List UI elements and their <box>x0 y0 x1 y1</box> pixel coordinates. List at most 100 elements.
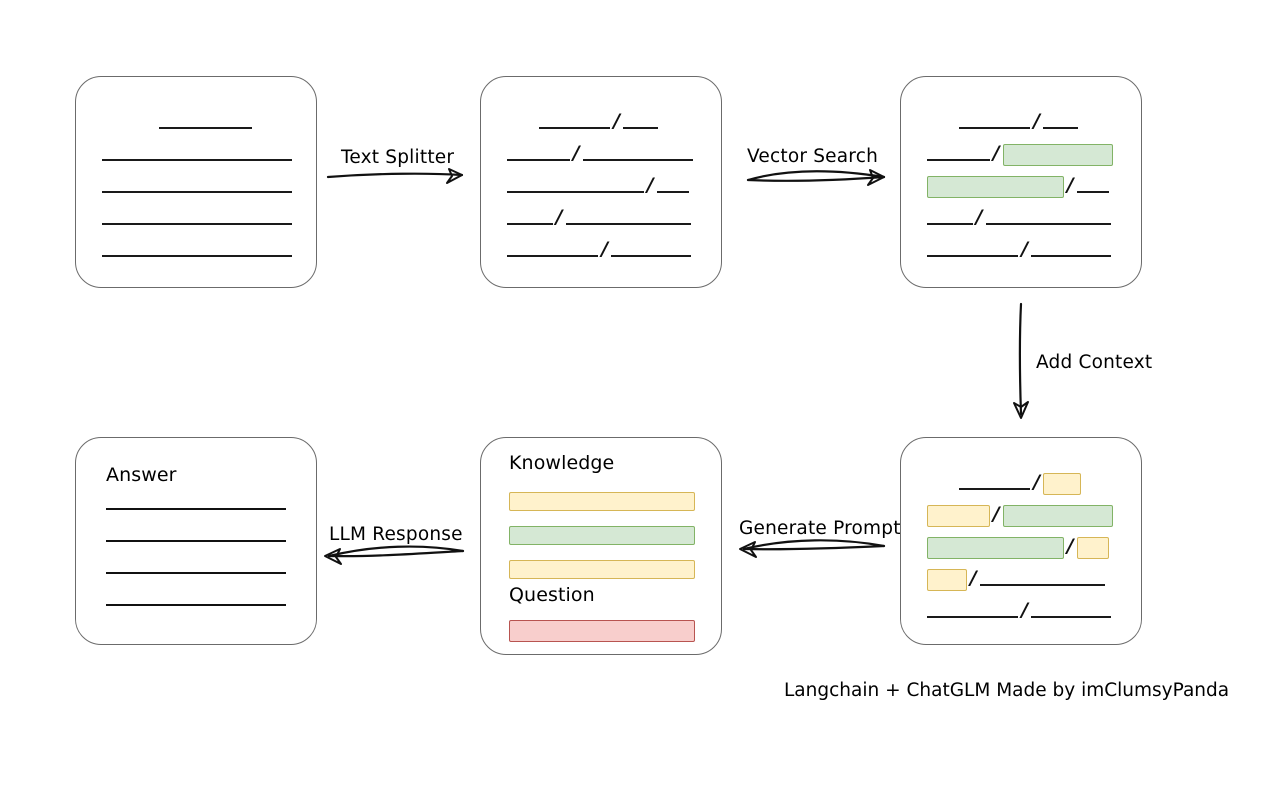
text-underline <box>985 223 1111 225</box>
question-label: Question <box>509 584 595 606</box>
text-underline <box>507 255 599 257</box>
text-line-row: / <box>927 598 1111 621</box>
context-chunks-lines: / / / / / <box>901 438 1141 644</box>
text-underline <box>1043 127 1078 129</box>
source-document-lines <box>76 77 316 287</box>
highlight-chip-green <box>1002 505 1113 527</box>
chunk-separator-slash: / <box>1066 534 1074 557</box>
chunk-separator-slash: / <box>992 141 1000 164</box>
text-line-row: / <box>927 141 1113 166</box>
text-underline <box>102 191 292 193</box>
text-line-row: / <box>959 109 1078 132</box>
text-underline <box>1031 255 1111 257</box>
text-underline <box>927 616 1019 618</box>
text-underline <box>959 127 1031 129</box>
chunk-separator-slash: / <box>555 205 563 228</box>
text-line-row: / <box>927 205 1111 228</box>
text-underline <box>927 255 1019 257</box>
chunk-separator-slash: / <box>1033 109 1041 132</box>
text-underline <box>507 159 570 161</box>
answer-label: Answer <box>106 464 177 486</box>
answer-text-line <box>106 540 286 542</box>
chunk-separator-slash: / <box>1021 237 1029 260</box>
text-underline <box>102 255 292 257</box>
text-underline <box>565 223 691 225</box>
text-line-row <box>102 179 292 195</box>
text-line-row <box>159 115 253 131</box>
text-line-row <box>102 243 292 259</box>
answer-text-line <box>106 508 286 510</box>
text-line-row: / <box>927 566 1106 591</box>
text-underline <box>611 255 691 257</box>
node-answer[interactable]: Answer <box>75 437 317 645</box>
arrow-label-generate-prompt: Generate Prompt <box>739 518 901 539</box>
text-underline <box>102 159 292 161</box>
chunk-separator-slash: / <box>975 205 983 228</box>
text-underline <box>582 159 693 161</box>
highlight-chip-yellow <box>927 505 990 527</box>
text-line-row <box>102 211 292 227</box>
chunk-separator-slash: / <box>969 566 977 589</box>
footer-credit: Langchain + ChatGLM Made by imClumsyPand… <box>784 680 1230 701</box>
highlight-chip-yellow <box>1076 537 1110 559</box>
highlight-chip-yellow <box>927 569 967 591</box>
node-matched-chunks[interactable]: / / / / / <box>900 76 1142 288</box>
text-line-row: / <box>507 141 693 164</box>
text-line-row: / <box>927 502 1113 527</box>
node-prompt[interactable]: Knowledge Question <box>480 437 722 655</box>
knowledge-bar-1 <box>509 492 695 511</box>
answer-text-line <box>106 572 286 574</box>
highlight-chip-green <box>927 537 1064 559</box>
matched-chunks-lines: / / / / / <box>901 77 1141 287</box>
arrow-label-vector-search: Vector Search <box>747 146 878 167</box>
highlight-chip-green <box>1002 144 1113 166</box>
highlight-chip-green <box>927 176 1064 198</box>
text-line-row: / <box>539 109 658 132</box>
arrow-label-llm-response: LLM Response <box>329 524 463 545</box>
text-underline <box>623 127 658 129</box>
text-underline <box>959 488 1031 490</box>
node-context-chunks[interactable]: / / / / / <box>900 437 1142 645</box>
text-line-row: / <box>507 205 691 228</box>
text-underline <box>159 127 253 129</box>
text-underline <box>656 191 690 193</box>
text-line-row: / <box>927 534 1110 559</box>
chunk-separator-slash: / <box>992 502 1000 525</box>
answer-lines <box>76 438 316 644</box>
split-chunks-lines: / / / / / <box>481 77 721 287</box>
vector-search-arrow <box>746 169 886 186</box>
text-line-row <box>102 147 292 163</box>
text-splitter-arrow <box>326 168 464 184</box>
text-underline <box>539 127 611 129</box>
chunk-separator-slash: / <box>572 141 580 164</box>
chunk-separator-slash: / <box>646 173 654 196</box>
node-source-document[interactable] <box>75 76 317 288</box>
text-line-row: / <box>927 173 1110 198</box>
chunk-separator-slash: / <box>1066 173 1074 196</box>
arrow-label-text-splitter: Text Splitter <box>341 147 455 168</box>
text-line-row: / <box>507 237 691 260</box>
text-underline <box>507 223 553 225</box>
chunk-separator-slash: / <box>1021 598 1029 621</box>
node-split-chunks[interactable]: / / / / / <box>480 76 722 288</box>
add-context-arrow <box>1013 302 1029 419</box>
knowledge-bar-3 <box>509 560 695 579</box>
answer-text-line <box>106 604 286 606</box>
text-underline <box>927 223 973 225</box>
knowledge-label: Knowledge <box>509 452 615 474</box>
text-line-row: / <box>959 470 1082 495</box>
chunk-separator-slash: / <box>601 237 609 260</box>
text-underline <box>102 223 292 225</box>
text-underline <box>979 584 1106 586</box>
text-underline <box>507 191 644 193</box>
chunk-separator-slash: / <box>1033 470 1041 493</box>
text-underline <box>1076 191 1110 193</box>
text-line-row: / <box>507 173 690 196</box>
text-line-row: / <box>927 237 1111 260</box>
text-underline <box>1031 616 1111 618</box>
llm-response-arrow <box>324 545 465 565</box>
question-bar-1 <box>509 620 695 642</box>
arrow-label-add-context: Add Context <box>1036 352 1153 373</box>
chunk-separator-slash: / <box>613 109 621 132</box>
